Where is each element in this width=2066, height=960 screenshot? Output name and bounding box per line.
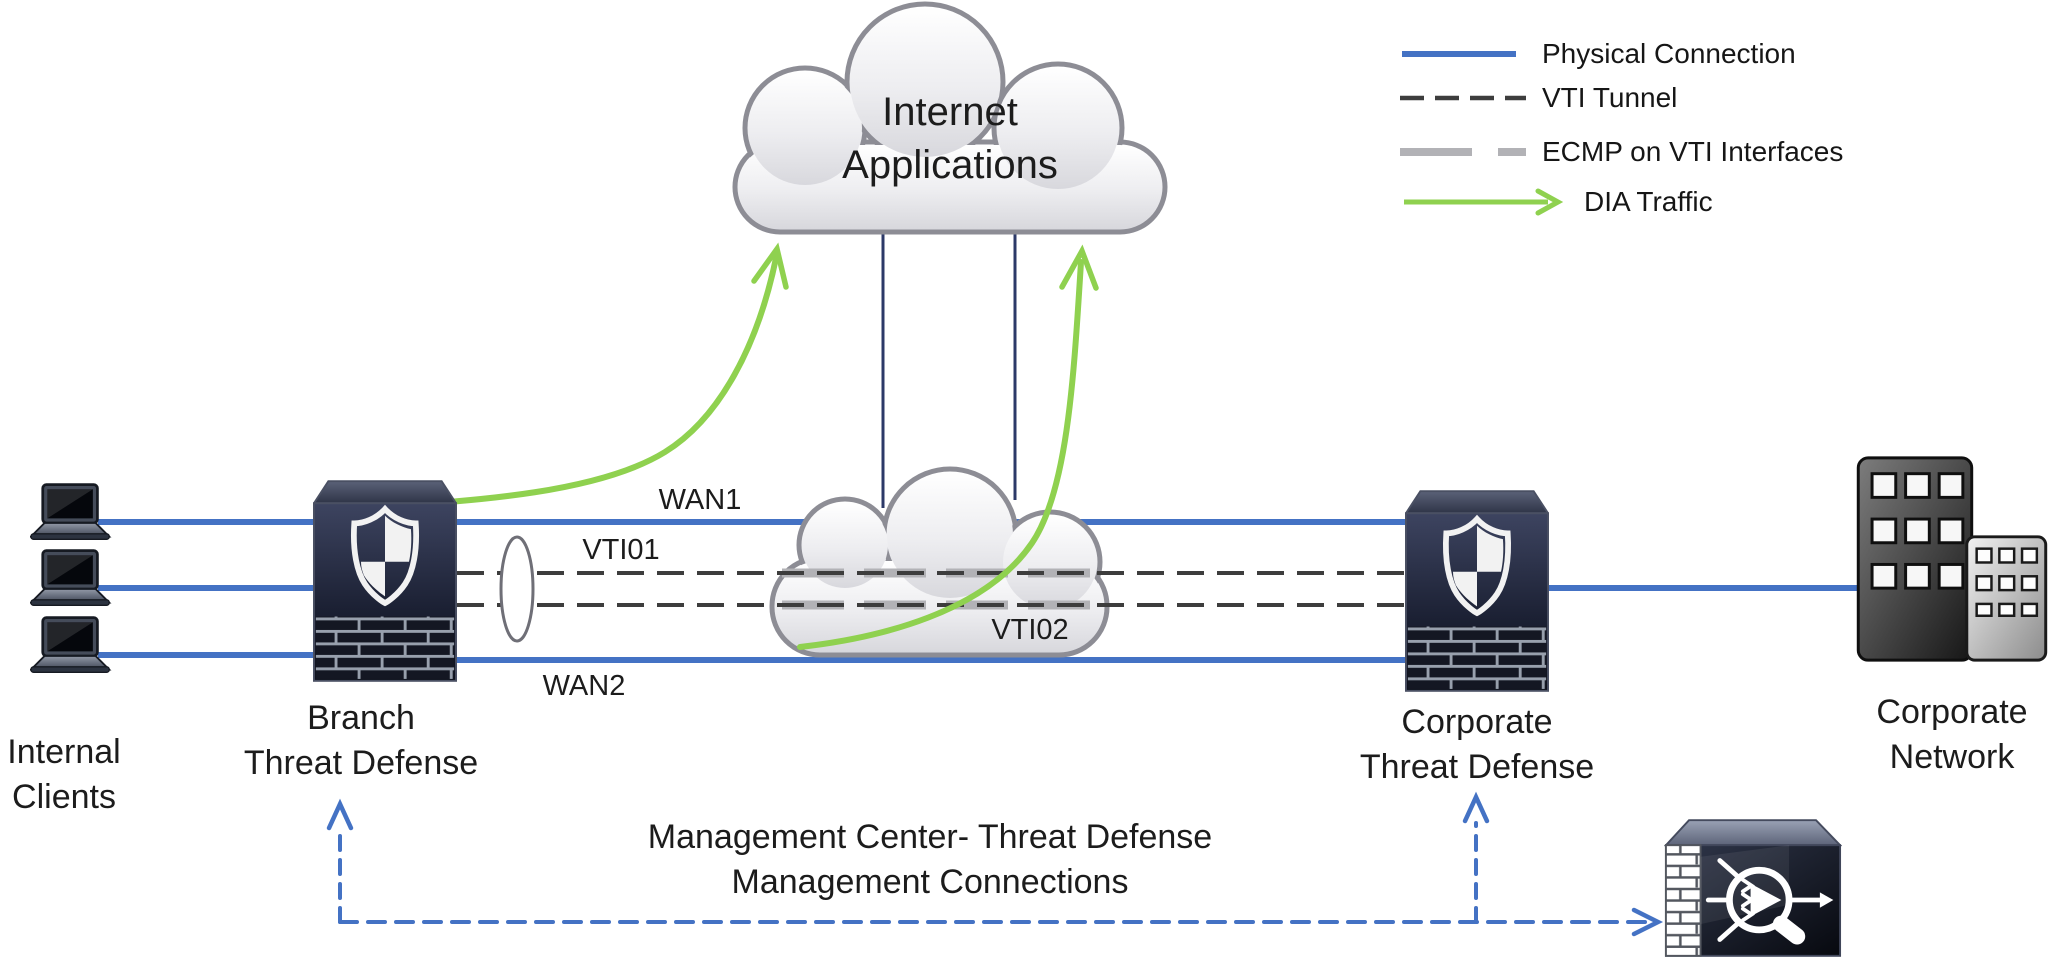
corporate-buildings-icon	[1856, 456, 2048, 662]
dia-arrowhead-wan1	[751, 242, 789, 290]
wan1-label: WAN1	[658, 484, 742, 516]
dia-arrow-wan1	[369, 255, 779, 510]
corporate-threat-defense-label: Corporate Threat Defense	[1317, 700, 1637, 790]
corporate-td-label-line1: Corporate	[1401, 703, 1553, 741]
laptop-icon	[30, 616, 111, 674]
client-physical-links	[98, 519, 315, 658]
corporate-firewall-icon	[1405, 487, 1549, 695]
management-arrowhead-corporate	[1462, 791, 1490, 824]
management-center-icon	[1664, 818, 1842, 958]
laptop-icon	[30, 549, 111, 607]
internet-cloud-label-line1: Internet	[882, 90, 1018, 134]
legend-label: VTI Tunnel	[1542, 82, 1678, 113]
branch-firewall-icon	[313, 477, 457, 685]
wan2-label: WAN2	[542, 670, 626, 702]
legend-item-physical-connection: Physical Connection	[1398, 38, 1796, 69]
internal-clients-label: Internal Clients	[0, 730, 174, 820]
legend-item-vti-tunnel: VTI Tunnel	[1398, 82, 1678, 113]
green-arrow-swatch-icon	[1404, 188, 1564, 216]
solid-blue-line-swatch-icon	[1402, 51, 1516, 57]
corporate-network-label-line1: Corporate	[1876, 693, 2028, 731]
vti02-label: VTI02	[991, 614, 1069, 646]
branch-label-line2: Threat Defense	[243, 744, 479, 783]
management-caption-line2: Management Connections	[731, 863, 1129, 902]
corporate-network-label-line2: Network	[1889, 738, 2015, 777]
internet-cloud	[732, 1, 1168, 235]
corporate-network-label: Corporate Network	[1812, 690, 2066, 780]
gray-long-dash-swatch-icon	[1400, 148, 1526, 156]
management-arrowhead-branch	[326, 798, 354, 831]
corporate-td-label-line2: Threat Defense	[1359, 748, 1595, 787]
laptop-icon	[30, 483, 111, 541]
ecmp-group-ellipse	[499, 535, 535, 643]
management-caption-line1: Management Center- Threat Defense	[647, 818, 1213, 856]
dia-traffic-arrows	[369, 242, 1099, 650]
internet-cloud-label-line2: Applications	[842, 143, 1058, 188]
legend-label: Physical Connection	[1542, 38, 1796, 69]
management-connections-caption: Management Center- Threat Defense Manage…	[580, 815, 1280, 905]
legend-item-ecmp: ECMP on VTI Interfaces	[1398, 136, 1844, 167]
branch-label-line1: Branch	[307, 699, 415, 737]
black-dashed-line-swatch-icon	[1400, 95, 1526, 101]
dia-arrowhead-vti02	[1059, 244, 1099, 291]
management-arrowhead-right	[1631, 907, 1664, 937]
internal-clients-label-line1: Internal	[7, 733, 121, 771]
internal-clients-label-line2: Clients	[12, 778, 116, 817]
legend-item-dia-traffic: DIA Traffic	[1398, 186, 1713, 217]
legend-label: ECMP on VTI Interfaces	[1542, 136, 1844, 167]
branch-threat-defense-label: Branch Threat Defense	[211, 696, 511, 786]
management-connections	[326, 791, 1664, 937]
vti01-label: VTI01	[582, 534, 660, 566]
internet-cloud-label: Internet Applications	[750, 86, 1150, 192]
dia-arrow-vti02	[797, 259, 1084, 650]
legend-label: DIA Traffic	[1584, 186, 1713, 217]
